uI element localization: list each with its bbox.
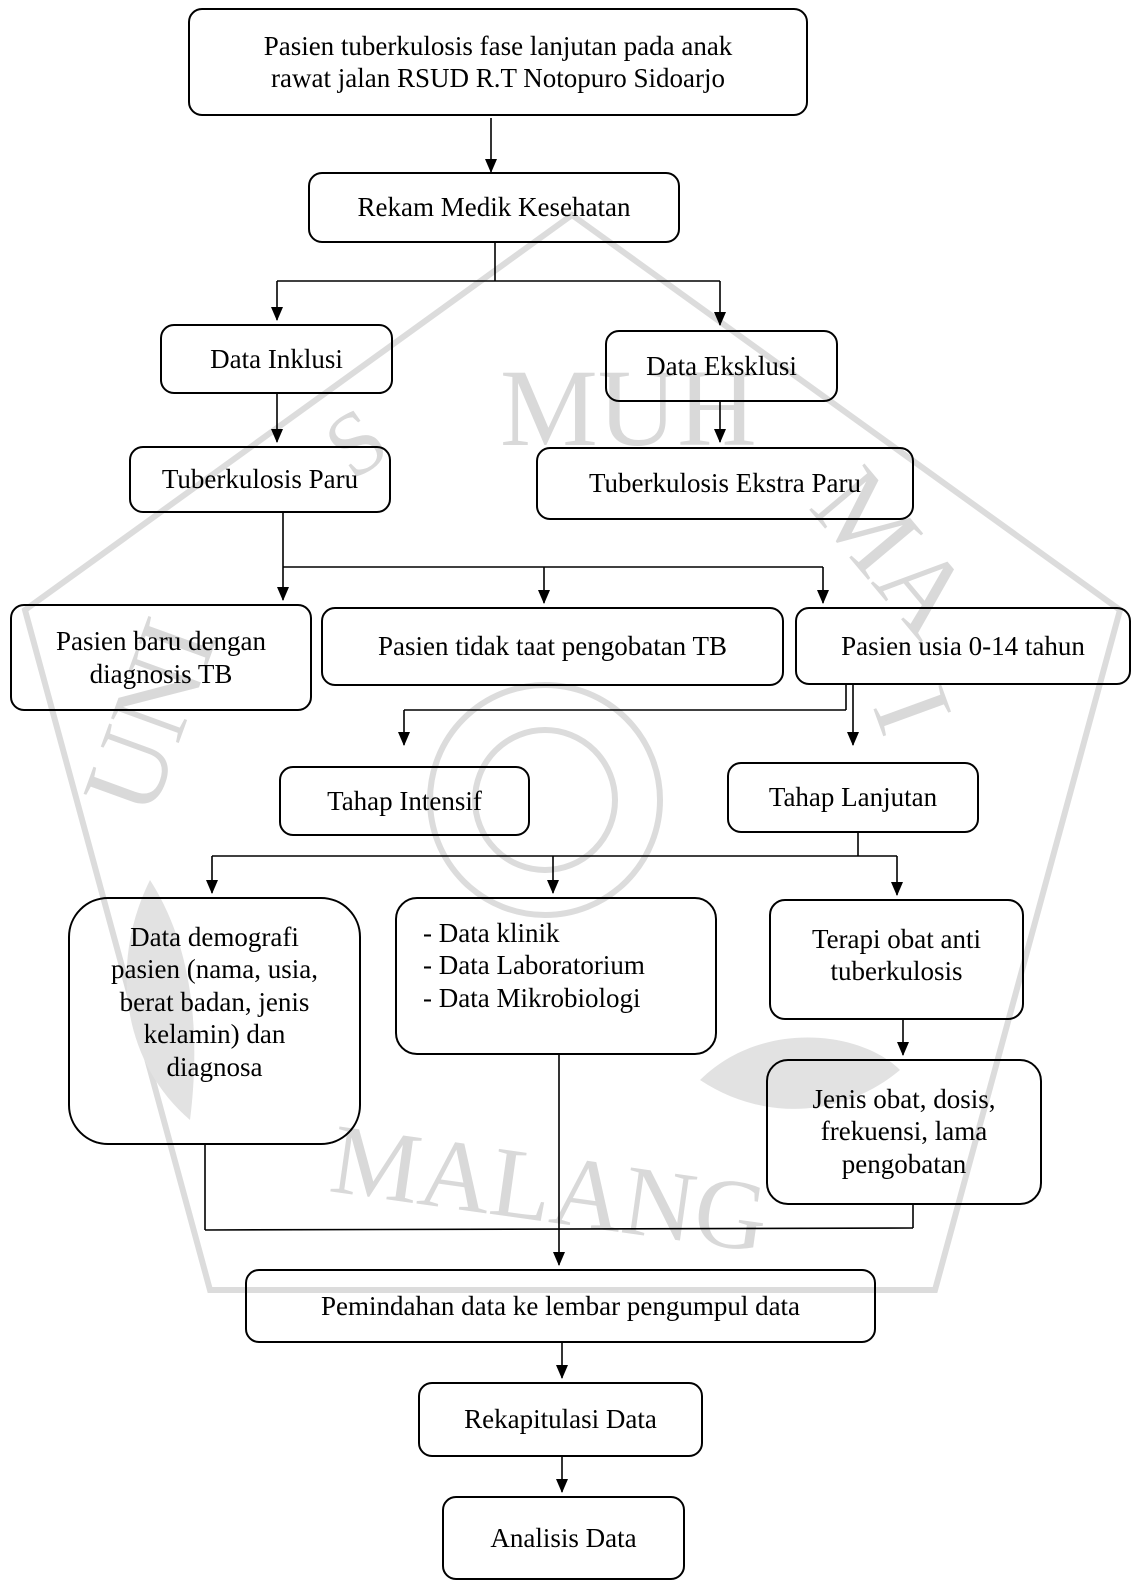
node-line: kelamin) dan [143,1019,286,1050]
node-terapi-obat: Terapi obat anti tuberkulosis [769,899,1024,1020]
node-line: Pasien baru dengan [56,626,266,657]
node-line: diagnosis TB [89,658,233,689]
node-data-inklusi: Data Inklusi [160,324,393,394]
node-pasien-tb: Pasien tuberkulosis fase lanjutan pada a… [188,8,808,116]
node-tb-paru: Tuberkulosis Paru [129,446,391,513]
node-pasien-baru: Pasien baru dengan diagnosis TB [10,604,312,711]
node-data-demografi: Data demografi pasien (nama, usia, berat… [68,897,361,1145]
watermark-text-bottom: MALANG [324,1103,774,1274]
node-line: diagnosa [166,1051,263,1082]
node-tahap-lanjutan: Tahap Lanjutan [727,762,979,833]
node-line: Data demografi [130,922,299,952]
node-line: frekuensi, lama [820,1116,988,1147]
node-data-klinik: - Data klinik - Data Laboratorium - Data… [395,897,717,1055]
node-pasien-tidak-taat: Pasien tidak taat pengobatan TB [321,607,784,686]
node-line: Pasien tuberkulosis fase lanjutan pada a… [263,30,733,61]
node-line: Data Inklusi [210,343,343,374]
node-line: Pasien usia 0-14 tahun [841,630,1085,661]
node-line: Pemindahan data ke lembar pengumpul data [320,1290,801,1321]
node-line: tuberkulosis [830,956,963,987]
node-line: Tuberkulosis Ekstra Paru [588,468,861,499]
node-line: Tuberkulosis Paru [161,464,359,495]
node-tahap-intensif: Tahap Intensif [279,766,530,836]
node-line: Jenis obat, dosis, [812,1084,996,1114]
node-line: pasien (nama, usia, [111,954,318,985]
node-line: pengobatan [841,1148,967,1179]
node-tb-ekstra-paru: Tuberkulosis Ekstra Paru [536,447,914,520]
node-line: - Data Mikrobiologi [423,982,641,1013]
node-line: - Data Laboratorium [423,950,645,981]
node-data-eksklusi: Data Eksklusi [605,330,838,402]
node-analisis: Analisis Data [442,1496,685,1580]
node-pasien-usia: Pasien usia 0-14 tahun [795,607,1131,685]
node-line: Rekam Medik Kesehatan [357,192,631,223]
node-line: rawat jalan RSUD R.T Notopuro Sidoarjo [271,63,725,93]
line-merge [204,1227,914,1231]
node-line: Terapi obat anti [811,924,982,954]
node-line: Pasien tidak taat pengobatan TB [378,631,727,662]
node-rekapitulasi: Rekapitulasi Data [418,1382,703,1457]
node-line: Analisis Data [490,1522,637,1553]
node-line: Data Eksklusi [646,350,797,381]
node-jenis-obat: Jenis obat, dosis, frekuensi, lama pengo… [766,1059,1042,1205]
node-pemindahan-data: Pemindahan data ke lembar pengumpul data [245,1269,876,1343]
node-line: berat badan, jenis [119,986,310,1017]
node-line: Rekapitulasi Data [464,1404,657,1435]
node-line: Tahap Intensif [327,785,482,816]
node-rekam-medik: Rekam Medik Kesehatan [308,172,680,243]
node-line: Tahap Lanjutan [768,782,938,813]
node-line: - Data klinik [423,918,560,948]
